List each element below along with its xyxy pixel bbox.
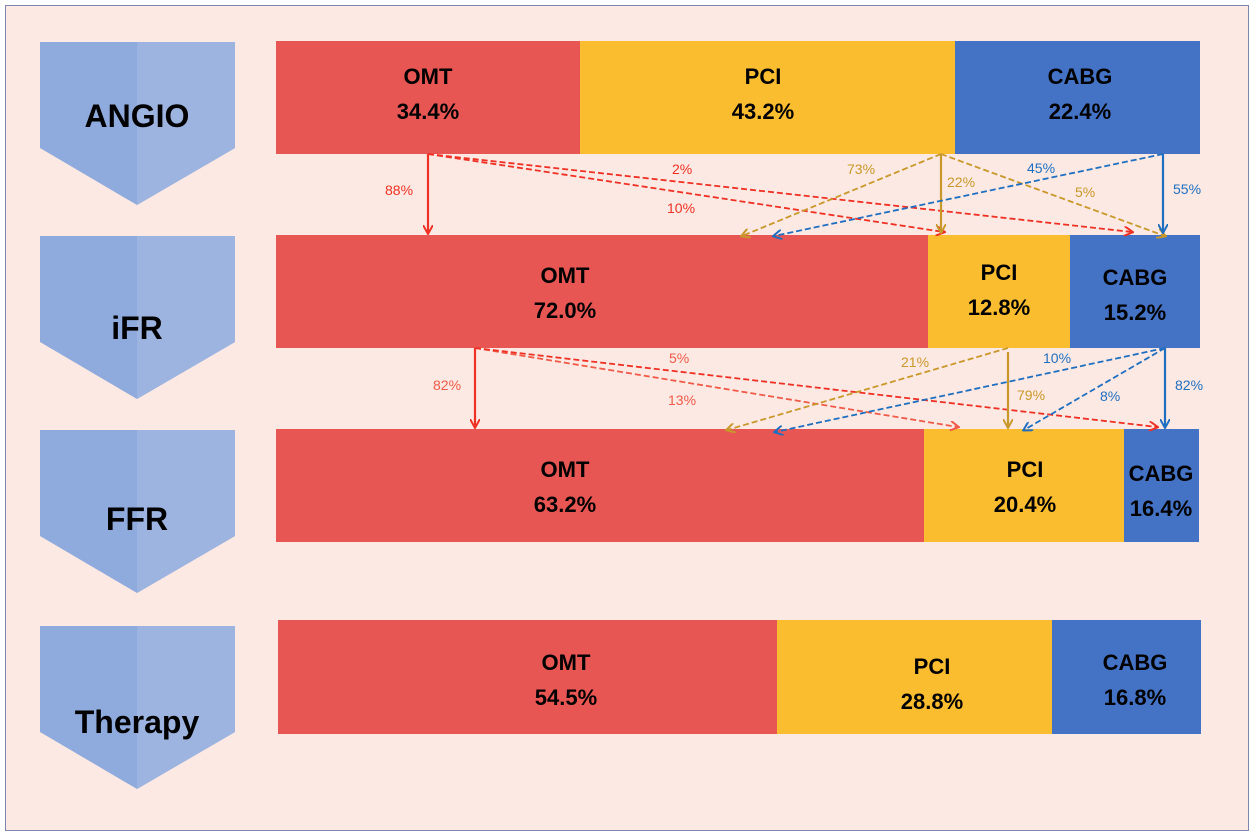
segment-name-ffr-cabg: CABG: [1129, 461, 1194, 486]
segment-pct-ffr-cabg: 16.4%: [1130, 496, 1192, 521]
segment-name-ffr-pci: PCI: [1007, 457, 1044, 482]
segment-pct-angio-cabg: 22.4%: [1049, 99, 1111, 124]
bar-ifr: OMT 72.0% PCI 12.8% CABG 15.2%: [276, 235, 1200, 348]
arrow-ifr-cabg-to-ffr-omt: [775, 347, 1166, 432]
segment-name-angio-omt: OMT: [404, 64, 453, 89]
arrow-ifr-cabg-to-ffr-pci: [1024, 347, 1166, 430]
transition-label-angio-omt-cabg: 2%: [672, 161, 692, 177]
transition-label-angio-cabg-cabg: 55%: [1173, 181, 1201, 197]
segment-therapy-omt: [278, 620, 777, 734]
segment-pct-ifr-omt: 72.0%: [534, 298, 596, 323]
segment-name-therapy-cabg: CABG: [1103, 650, 1168, 675]
arrow-ifr-omt-to-ffr-pci: [474, 347, 958, 427]
arrow-ifr-omt-to-ffr-cabg: [474, 347, 1157, 427]
segment-pct-therapy-cabg: 16.8%: [1104, 685, 1166, 710]
stage-label-ifr: iFR: [111, 310, 163, 346]
stage-chevron-therapy: Therapy: [40, 626, 235, 789]
segment-ffr-omt: [276, 429, 924, 542]
segment-angio-pci: [580, 41, 955, 154]
transition-label-ifr-omt-pci: 13%: [668, 392, 696, 408]
stage-chevron-ffr: FFR: [40, 430, 235, 593]
arrow-angio-pci-to-ifr-omt: [742, 153, 942, 236]
segment-name-angio-cabg: CABG: [1048, 64, 1113, 89]
transition-label-ifr-cabg-cabg: 82%: [1175, 377, 1203, 393]
transition-label-angio-cabg-omt: 45%: [1027, 160, 1055, 176]
segment-pct-ffr-pci: 20.4%: [994, 492, 1056, 517]
transition-label-angio-omt-omt: 88%: [385, 182, 413, 198]
segment-name-therapy-omt: OMT: [542, 650, 591, 675]
segment-name-therapy-pci: PCI: [914, 654, 951, 679]
segment-pct-therapy-pci: 28.8%: [901, 689, 963, 714]
segment-angio-cabg: [955, 41, 1200, 154]
segment-name-ffr-omt: OMT: [541, 457, 590, 482]
stage-label-angio: ANGIO: [85, 98, 190, 134]
arrow-ifr-pci-to-ffr-omt: [727, 347, 1009, 430]
segment-name-ifr-pci: PCI: [981, 260, 1018, 285]
segment-name-ifr-cabg: CABG: [1103, 265, 1168, 290]
segment-pct-angio-omt: 34.4%: [397, 99, 459, 124]
transition-label-ifr-pci-pci: 79%: [1017, 387, 1045, 403]
arrow-angio-pci-to-ifr-cabg: [940, 153, 1165, 236]
transitions-ifr-to-ffr: 82% 13% 5% 21% 79% 10% 8% 82%: [433, 347, 1203, 432]
transition-label-ifr-cabg-omt: 10%: [1043, 350, 1071, 366]
segment-pct-ffr-omt: 63.2%: [534, 492, 596, 517]
transition-label-angio-pci-pci: 22%: [947, 174, 975, 190]
segment-therapy-pci: [777, 620, 1052, 734]
transition-label-angio-pci-omt: 73%: [847, 161, 875, 177]
segment-pct-angio-pci: 43.2%: [732, 99, 794, 124]
segment-angio-omt: [276, 41, 580, 154]
segment-ifr-omt: [276, 235, 928, 348]
stage-label-therapy: Therapy: [75, 704, 200, 740]
bar-therapy: OMT 54.5% PCI 28.8% CABG 16.8%: [278, 620, 1201, 734]
segment-name-ifr-omt: OMT: [541, 263, 590, 288]
segment-ffr-pci: [924, 429, 1124, 542]
segment-pct-ifr-cabg: 15.2%: [1104, 300, 1166, 325]
transition-label-ifr-omt-cabg: 5%: [669, 350, 689, 366]
transition-label-ifr-omt-omt: 82%: [433, 377, 461, 393]
segment-name-angio-pci: PCI: [745, 64, 782, 89]
segment-pct-therapy-omt: 54.5%: [535, 685, 597, 710]
segment-pct-ifr-pci: 12.8%: [968, 295, 1030, 320]
bar-angio: OMT 34.4% PCI 43.2% CABG 22.4%: [276, 41, 1200, 154]
stage-chevron-angio: ANGIO: [40, 42, 235, 205]
transition-label-ifr-pci-omt: 21%: [901, 354, 929, 370]
segment-therapy-cabg: [1052, 620, 1201, 734]
transition-label-angio-pci-cabg: 5%: [1075, 184, 1095, 200]
stage-label-ffr: FFR: [106, 501, 168, 537]
transitions-angio-to-ifr: 88% 10% 2% 73% 22% 5% 45% 55%: [385, 153, 1201, 236]
transition-label-angio-omt-pci: 10%: [667, 200, 695, 216]
arrow-angio-cabg-to-ifr-omt: [774, 153, 1164, 236]
arrow-angio-omt-to-ifr-cabg: [427, 153, 1132, 232]
stage-chevron-ifr: iFR: [40, 236, 235, 399]
segment-ffr-cabg: [1124, 429, 1199, 542]
segment-ifr-cabg: [1070, 235, 1200, 348]
transition-label-ifr-cabg-pci: 8%: [1100, 388, 1120, 404]
bar-ffr: OMT 63.2% PCI 20.4% CABG 16.4%: [276, 429, 1199, 542]
segment-ifr-pci: [928, 235, 1070, 348]
